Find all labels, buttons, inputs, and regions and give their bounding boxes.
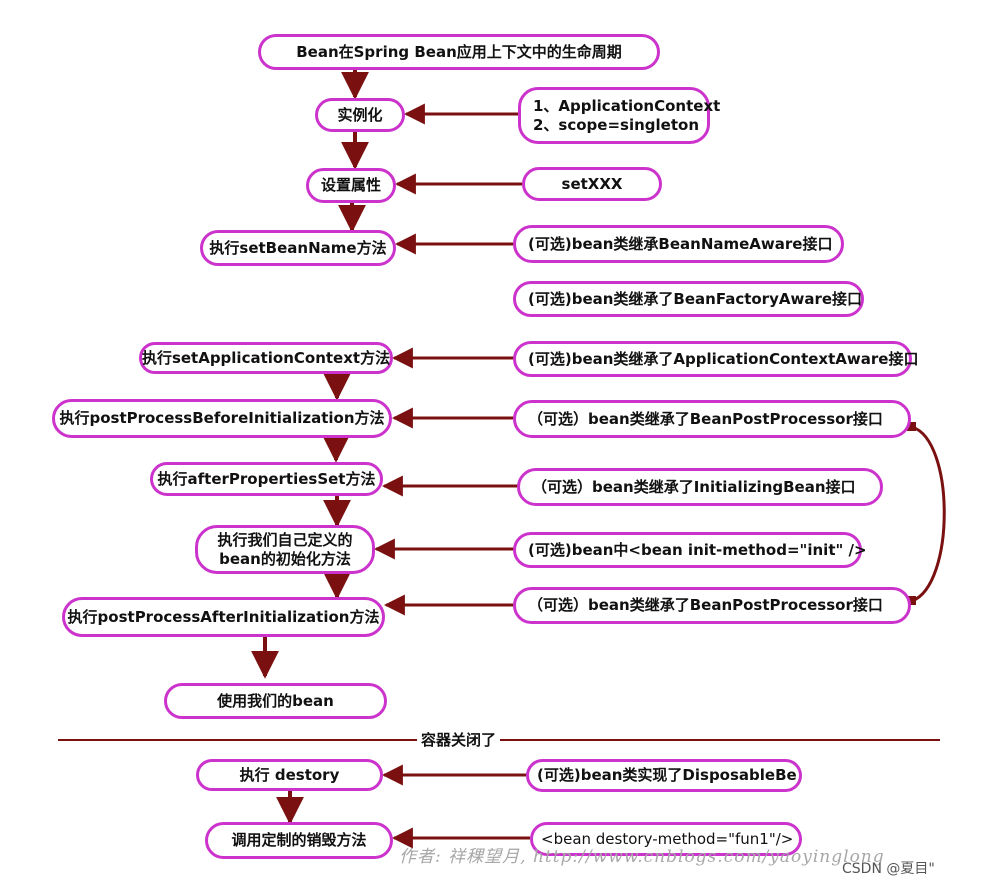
bean-post-processor-before-label: （可选）bean类继承了BeanPostProcessor接口 bbox=[528, 409, 883, 428]
bean-post-processor-after-note: （可选）bean类继承了BeanPostProcessor接口 bbox=[513, 587, 911, 624]
custom-destroy-node: 调用定制的销毁方法 bbox=[205, 822, 393, 859]
custom-init-label-line1: 执行我们自己定义的 bbox=[217, 530, 353, 549]
set-application-context-node: 执行setApplicationContext方法 bbox=[139, 342, 393, 374]
after-properties-set-node: 执行afterPropertiesSet方法 bbox=[150, 462, 383, 496]
set-application-context-label: 执行setApplicationContext方法 bbox=[141, 348, 391, 367]
custom-destroy-label: 调用定制的销毁方法 bbox=[231, 831, 367, 849]
custom-init-node: 执行我们自己定义的 bean的初始化方法 bbox=[195, 525, 375, 574]
link-end bbox=[907, 596, 916, 605]
set-bean-name-node: 执行setBeanName方法 bbox=[200, 230, 396, 266]
destroy-method-note: <bean destory-method="fun1"/> bbox=[530, 822, 802, 856]
author-watermark: 作者: 祥稞望月, http://www.cnblogs.com/yaoying… bbox=[399, 847, 885, 867]
destroy-node: 执行 destory bbox=[196, 759, 383, 791]
init-method-label: (可选)bean中<bean init-method="init" /> bbox=[528, 540, 867, 559]
set-xxx-note: setXXX bbox=[522, 167, 662, 201]
set-properties-node: 设置属性 bbox=[306, 168, 396, 203]
instantiate-label: 实例化 bbox=[337, 105, 383, 124]
link-end bbox=[907, 422, 916, 431]
application-context-aware-note: (可选)bean类继承了ApplicationContextAware接口 bbox=[513, 341, 918, 377]
disposable-bean-note: (可选)bean类实现了DisposableBe bbox=[526, 759, 802, 792]
post-process-after-node: 执行postProcessAfterInitialization方法 bbox=[62, 597, 385, 637]
set-properties-label: 设置属性 bbox=[320, 176, 381, 194]
instantiate-node: 实例化 bbox=[315, 98, 405, 132]
initializing-bean-note: （可选）bean类继承了InitializingBean接口 bbox=[517, 468, 883, 506]
bean-factory-aware-label: (可选)bean类继承了BeanFactoryAware接口 bbox=[528, 289, 863, 308]
initializing-bean-label: （可选）bean类继承了InitializingBean接口 bbox=[532, 477, 856, 496]
post-process-before-label: 执行postProcessBeforeInitialization方法 bbox=[59, 409, 385, 427]
custom-init-label-line2: bean的初始化方法 bbox=[219, 549, 351, 568]
title-text: Bean在Spring Bean应用上下文中的生命周期 bbox=[296, 42, 622, 61]
post-process-after-label: 执行postProcessAfterInitialization方法 bbox=[67, 607, 380, 626]
set-xxx-label: setXXX bbox=[561, 174, 623, 193]
post-process-before-node: 执行postProcessBeforeInitialization方法 bbox=[52, 399, 392, 438]
use-bean-label: 使用我们的bean bbox=[217, 691, 334, 710]
instantiate-note-line1: 1、ApplicationContext bbox=[533, 96, 721, 115]
bean-post-processor-before-note: （可选）bean类继承了BeanPostProcessor接口 bbox=[513, 400, 911, 438]
use-bean-node: 使用我们的bean bbox=[164, 683, 387, 719]
bean-name-aware-label: (可选)bean类继承BeanNameAware接口 bbox=[528, 234, 833, 253]
instantiate-note: 1、ApplicationContext 2、scope=singleton bbox=[518, 87, 720, 144]
bean-factory-aware-note: (可选)bean类继承了BeanFactoryAware接口 bbox=[513, 281, 864, 317]
set-bean-name-label: 执行setBeanName方法 bbox=[209, 238, 387, 257]
after-properties-set-label: 执行afterPropertiesSet方法 bbox=[157, 469, 376, 488]
title-node: Bean在Spring Bean应用上下文中的生命周期 bbox=[258, 34, 660, 70]
csdn-watermark: CSDN @夏目" bbox=[842, 861, 935, 877]
destroy-method-label: <bean destory-method="fun1"/> bbox=[541, 829, 794, 848]
container-closed-label: 容器关闭了 bbox=[417, 729, 501, 750]
destroy-label: 执行 destory bbox=[239, 765, 340, 784]
instantiate-note-line2: 2、scope=singleton bbox=[533, 115, 699, 134]
bean-post-processor-after-label: （可选）bean类继承了BeanPostProcessor接口 bbox=[528, 596, 883, 614]
bean-post-processor-link bbox=[911, 425, 946, 603]
disposable-bean-label: (可选)bean类实现了DisposableBe bbox=[537, 766, 797, 784]
init-method-note: (可选)bean中<bean init-method="init" /> bbox=[513, 532, 867, 568]
bean-name-aware-note: (可选)bean类继承BeanNameAware接口 bbox=[513, 225, 844, 263]
application-context-aware-label: (可选)bean类继承了ApplicationContextAware接口 bbox=[528, 349, 919, 368]
